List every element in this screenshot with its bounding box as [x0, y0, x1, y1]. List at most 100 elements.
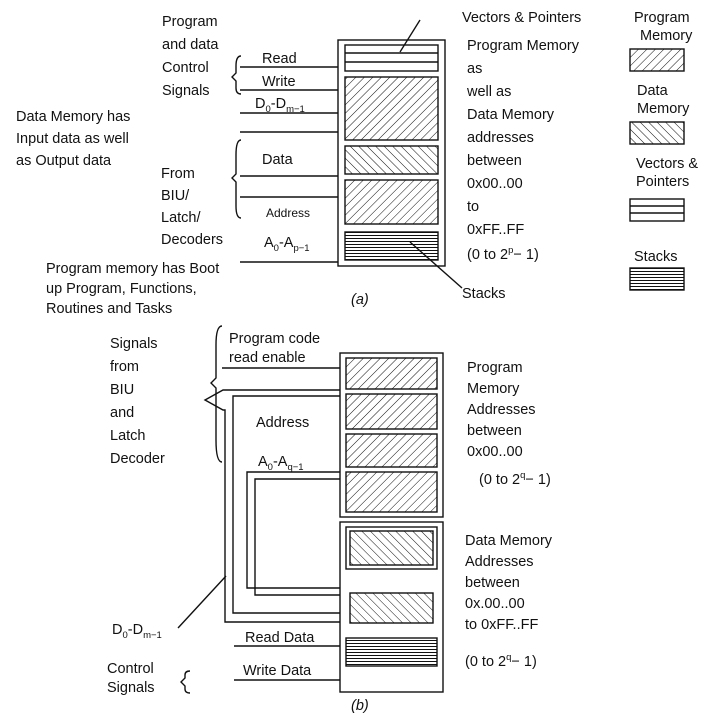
control-signals-label-b: Signals	[107, 680, 155, 696]
data-memory-desc-b: Addresses	[465, 554, 534, 570]
data-label-a: Data	[262, 152, 294, 168]
ctrl-signals-label-a: Control	[162, 60, 209, 76]
from-biu-label: Decoders	[161, 232, 223, 248]
legend-data-memory-label: Data	[637, 83, 669, 99]
program-memory-desc-b: 0x00..00	[467, 444, 523, 460]
ctrl-signals-label-a: and data	[162, 37, 219, 53]
ctrl-signals-label-a: Program	[162, 14, 218, 30]
data-bus-label-a: D0-Dm−1	[255, 96, 305, 115]
svg-text:Data Memory Addresses: Data Memory Addresses between 0x.00..00 …	[465, 533, 556, 633]
svg-text:Program Memory: Program Memory	[634, 10, 694, 44]
signals-from-biu-label: Signals	[110, 336, 158, 352]
signals-from-biu-label: Latch	[110, 428, 145, 444]
svg-text:Program and data C: Program and data Control Signals	[162, 14, 222, 99]
write-label: Write	[262, 74, 296, 90]
part-b: Signals from BIU and Latch Decoder Progr…	[107, 325, 556, 714]
part-a: Program and data Control Signals Read Wr…	[16, 10, 583, 317]
data-memory-note: as Output data	[16, 153, 112, 169]
memory-desc-a: Program Memory	[467, 38, 580, 54]
stack-region-b	[345, 637, 438, 667]
memory-block-a	[337, 39, 446, 267]
program-memory-desc-b: Addresses	[467, 402, 536, 418]
signals-from-biu-label: and	[110, 405, 134, 421]
program-memory-desc-b: Program	[467, 360, 523, 376]
legend-data-memory-label: Memory	[637, 101, 690, 117]
data-memory-desc-b: to 0xFF..FF	[465, 617, 538, 633]
stacks-pointer-arrow	[409, 241, 463, 289]
memory-desc-a: addresses	[467, 130, 534, 146]
legend-stacks-label: Stacks	[634, 249, 678, 265]
data-memory-note: Data Memory has	[16, 109, 130, 125]
data-memory-block-b	[339, 521, 444, 693]
vectors-pointer-arrow	[399, 19, 421, 53]
svg-text:Program Memory Add: Program Memory Addresses between 0x00..0…	[467, 360, 540, 460]
legend-vectors-pointers-swatch	[629, 198, 685, 222]
data-memory-region-a	[344, 145, 439, 175]
memory-desc-a: to	[467, 199, 479, 215]
legend-vectors-pointers-label: Vectors &	[636, 156, 698, 172]
from-biu-label: BIU/	[161, 188, 190, 204]
addr-bus-label-b: A0-Aq−1	[258, 454, 304, 473]
program-memory-region-a1	[344, 76, 439, 141]
program-range-b: (0 to 2q− 1)	[479, 470, 551, 488]
stack-region-a	[344, 231, 439, 261]
memory-desc-a: between	[467, 153, 522, 169]
data-memory-note: Input data as well	[16, 131, 129, 147]
write-data-label: Write Data	[243, 663, 312, 679]
legend-program-memory-swatch	[629, 48, 685, 72]
signals-from-biu-label: Decoder	[110, 451, 165, 467]
data-bus-label-b: D0-Dm−1	[112, 622, 162, 641]
program-code-read-label: read enable	[229, 350, 306, 366]
svg-text:Control Signals: Control Signals	[107, 661, 158, 696]
svg-text:Program Memory as: Program Memory as well as Data Memory ad…	[466, 38, 583, 238]
data-memory-desc-b: Data Memory	[465, 533, 553, 549]
vectors-pointers-label: Vectors & Pointers	[462, 10, 581, 26]
legend-program-memory-label: Memory	[640, 28, 693, 44]
memory-desc-a: 0xFF..FF	[467, 222, 524, 238]
memory-desc-a: as	[467, 61, 482, 77]
control-signals-label-b: Control	[107, 661, 154, 677]
data-memory-region-b1	[349, 530, 434, 566]
read-data-label: Read Data	[245, 630, 315, 646]
data-memory-desc-b: 0x.00..00	[465, 596, 525, 612]
from-biu-label: From	[161, 166, 195, 182]
ctrl-signals-label-a: Signals	[162, 83, 210, 99]
program-code-read-label: Program code	[229, 331, 320, 347]
program-memory-block-b	[339, 352, 444, 518]
bus-lines-a	[231, 19, 463, 289]
program-memory-note: Routines and Tasks	[46, 301, 172, 317]
from-biu-label: Latch/	[161, 210, 201, 226]
data-memory-desc-b: between	[465, 575, 520, 591]
legend-vectors-pointers-label: Pointers	[636, 174, 689, 190]
data-range-b: (0 to 2q− 1)	[465, 652, 537, 670]
svg-text:Program memory has Boot: Program memory has Boot up Program, Func…	[46, 261, 223, 317]
legend-program-memory-label: Program	[634, 10, 690, 26]
stacks-label-a: Stacks	[462, 286, 506, 302]
program-memory-note: Program memory has Boot	[46, 261, 219, 277]
svg-text:Data Memory: Data Memory	[637, 83, 690, 117]
bus-lines-b	[177, 325, 340, 694]
addr-bus-label-a: A0-Ap−1	[264, 235, 310, 254]
legend-stacks-swatch	[629, 267, 685, 291]
signals-from-biu-label: from	[110, 359, 139, 375]
program-memory-desc-b: Memory	[467, 381, 520, 397]
address-range-a: (0 to 2p− 1)	[467, 245, 539, 263]
svg-text:From BIU/ Latch/: From BIU/ Latch/ Decoders	[161, 166, 223, 248]
legend-data-memory-swatch	[629, 121, 685, 145]
memory-desc-a: 0x00..00	[467, 176, 523, 192]
vectors-pointers-region	[344, 44, 439, 72]
read-label: Read	[262, 51, 297, 67]
svg-text:Data Memory has Input da: Data Memory has Input data as well as Ou…	[16, 109, 134, 169]
program-memory-region-a2	[344, 179, 439, 225]
program-memory-desc-b: between	[467, 423, 522, 439]
caption-b: (b)	[351, 698, 369, 714]
address-label-b: Address	[256, 415, 309, 431]
memory-desc-a: well as	[466, 84, 511, 100]
address-label-a: Address	[266, 206, 310, 220]
data-bus-pointer-b	[177, 575, 227, 629]
legend: Program Memory Data Memory Vectors & Poi…	[629, 10, 702, 291]
data-memory-region-b2	[349, 592, 434, 624]
svg-text:Vectors & Pointers: Vectors & Pointers	[636, 156, 702, 190]
signals-from-biu-label: BIU	[110, 382, 134, 398]
